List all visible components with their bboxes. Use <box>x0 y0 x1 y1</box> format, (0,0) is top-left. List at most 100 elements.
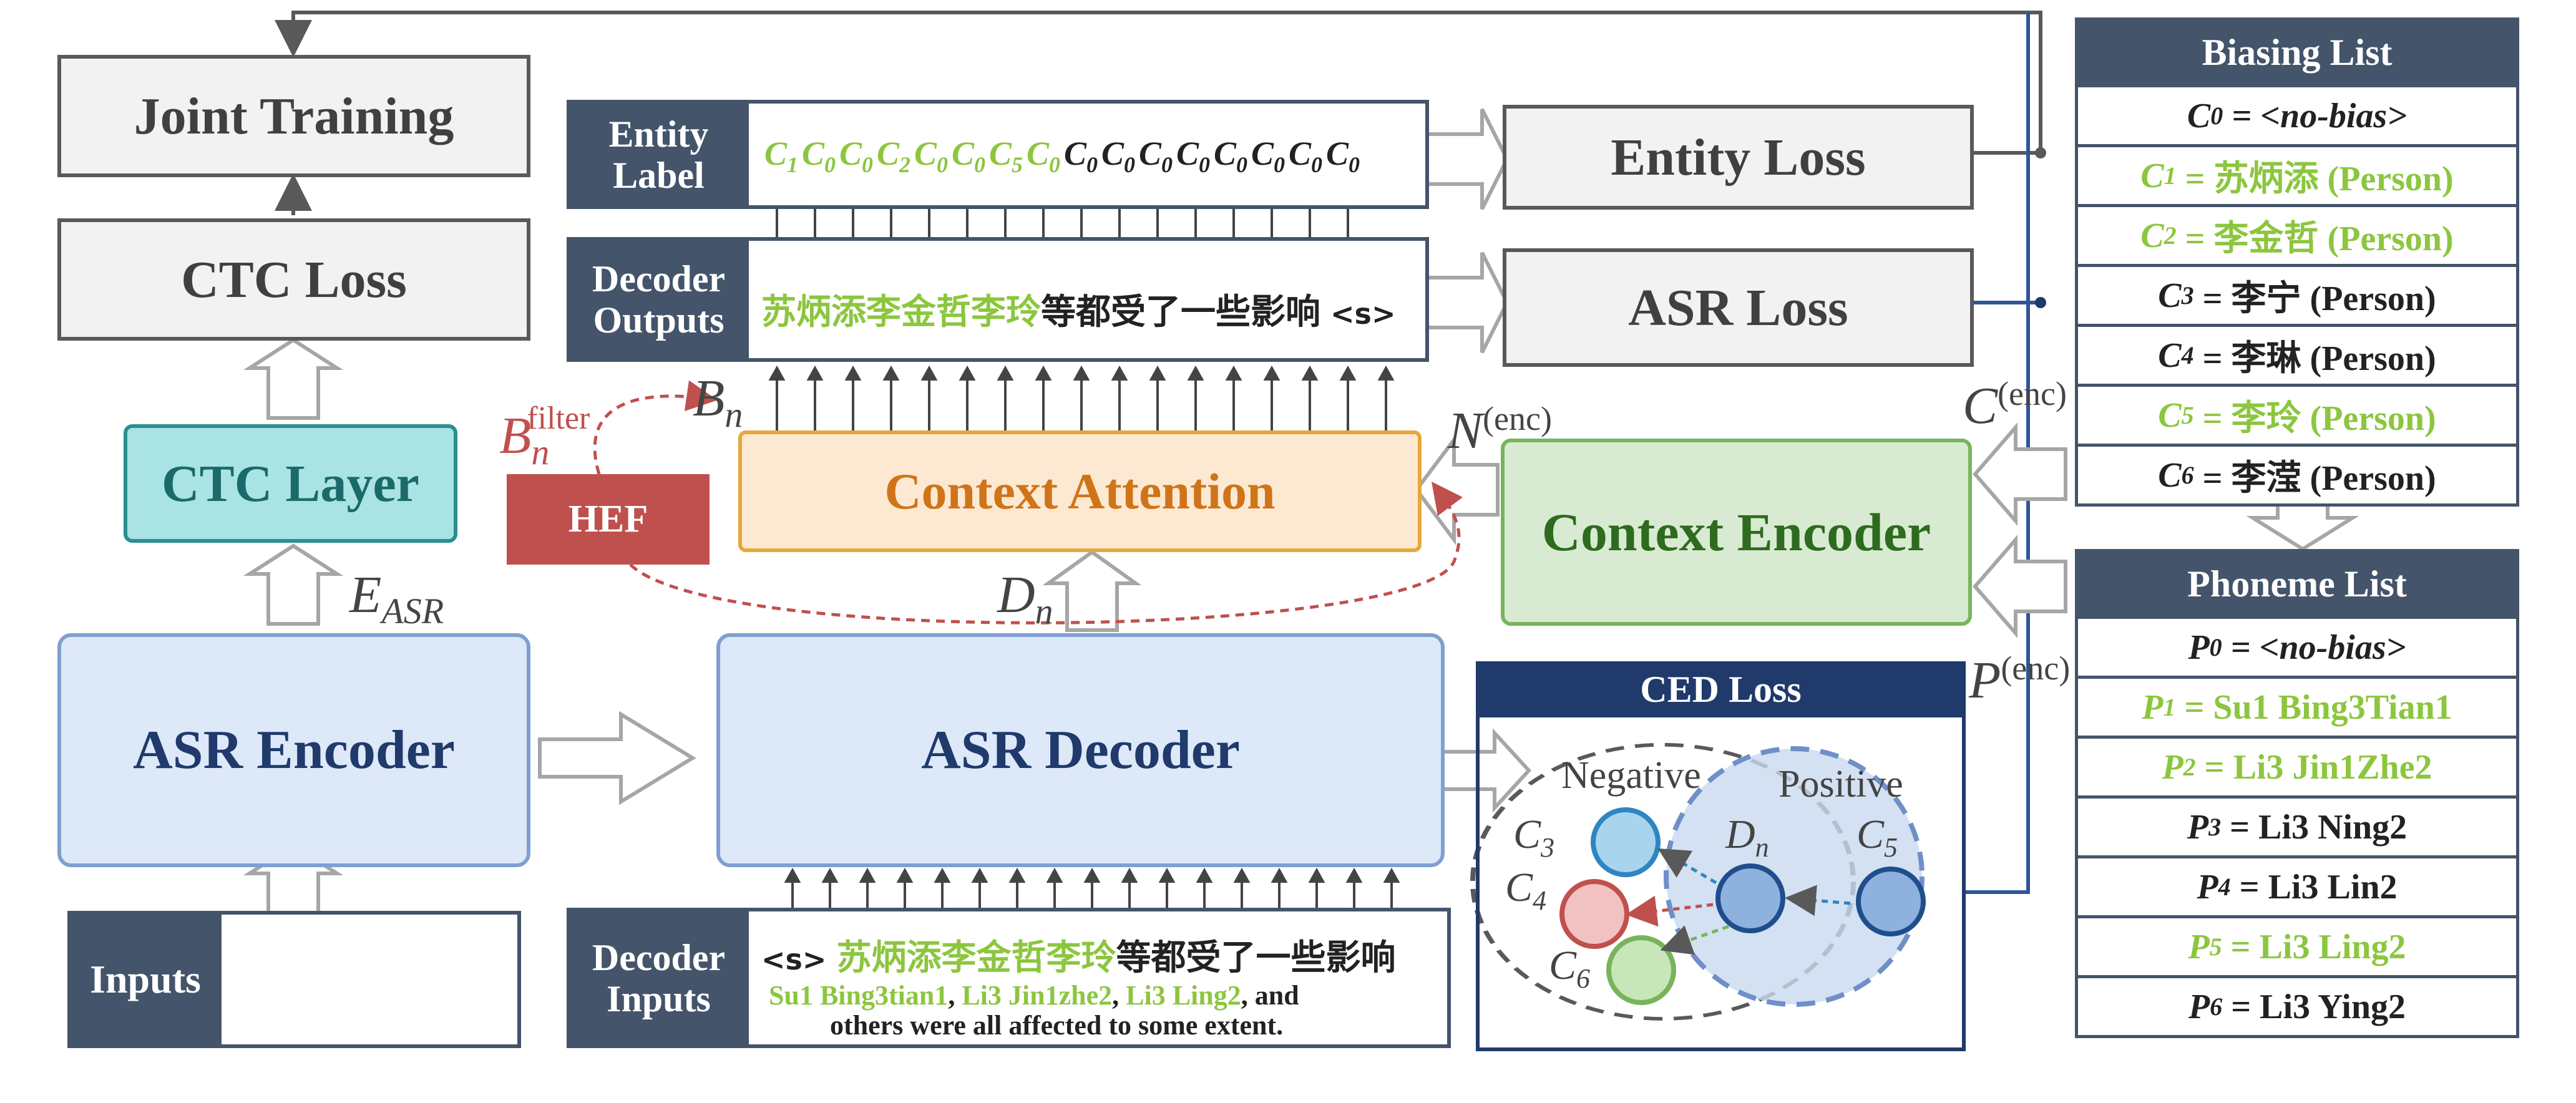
entity-label-token: C0 <box>1251 135 1286 177</box>
joint-training-block: Joint Training <box>57 55 530 177</box>
ced-positive-label: Positive <box>1778 763 1903 805</box>
ctc-layer-block: CTC Layer <box>124 424 457 543</box>
attention-output-arrow-head <box>1377 365 1395 381</box>
ced-loss-title: CED Loss <box>1476 661 1966 717</box>
decoder-outputs-text: 苏炳添李金哲李玲等都受了一些影响 <s> <box>761 292 1396 333</box>
decoder-input-arrow-head <box>1158 867 1176 883</box>
decoder-input-arrow-head <box>1121 867 1138 883</box>
biasing-list-title: Biasing List <box>2075 17 2519 87</box>
entity-label-token: C0 <box>952 135 986 177</box>
entity-label-token: C0 <box>1101 135 1136 177</box>
ced-c4-label: C4 <box>1505 865 1547 916</box>
ced-loss-wire <box>1966 12 2030 894</box>
entity-label-token: C0 <box>802 135 836 177</box>
phoneme-to-ctxenc-arrow <box>1973 534 2067 639</box>
attention-output-arrow-head <box>768 365 786 381</box>
ced-c6-label: C6 <box>1549 943 1591 994</box>
attention-output-arrow-head <box>844 365 862 381</box>
decoder-input-arrow-head <box>1196 867 1213 883</box>
attention-output-arrow-head <box>920 365 938 381</box>
entity-label-token: C0 <box>914 135 949 177</box>
entity-label-token: C0 <box>1326 135 1360 177</box>
ced-negative-label: Negative <box>1561 754 1701 797</box>
attention-output-arrow-head <box>1073 365 1090 381</box>
ced-c3-label: C3 <box>1513 812 1555 863</box>
decoder-inputs-text-line3: others were all affected to some extent. <box>830 1010 1284 1041</box>
attention-output-arrow-head <box>1111 365 1128 381</box>
entity-loss-block: Entity Loss <box>1503 105 1974 210</box>
asr-loss-block: ASR Loss <box>1503 248 1974 367</box>
phoneme-list-title: Phoneme List <box>2075 549 2519 619</box>
d-n-label: Dn <box>997 566 1053 631</box>
inputs-tag: Inputs <box>67 911 223 1048</box>
ctclayer-to-ctcloss-arrow <box>243 338 344 420</box>
encoder-to-decoder-arrow <box>538 711 696 805</box>
entity-label-token: C2 <box>877 135 911 177</box>
c-enc-label: C(enc) <box>1963 375 2067 435</box>
decoder-input-arrow-head <box>1383 867 1400 883</box>
ced-diagram <box>1470 742 1926 1021</box>
decoder-to-attention-arrow <box>1042 550 1142 632</box>
attention-output-arrow-head <box>1035 365 1052 381</box>
hef-block: HEF <box>507 474 710 565</box>
audio-waveform-panel <box>222 911 521 1048</box>
biasing-to-ctxenc-arrow <box>1973 422 2067 527</box>
hef-filter-arc <box>593 380 718 475</box>
decoder-input-arrow-head <box>1308 867 1325 883</box>
decoder-input-arrow-head <box>896 867 914 883</box>
attention-output-arrow-head <box>1263 365 1281 381</box>
entity-label-token: C0 <box>839 135 874 177</box>
decoder-inputs-text-line2: Su1 Bing3tian1, Li3 Jin1zhe2, Li3 Ling2,… <box>769 980 1299 1011</box>
entity-label-token: C0 <box>1214 135 1248 177</box>
attention-output-arrow-head <box>882 365 900 381</box>
attention-output-arrow-head <box>1225 365 1242 381</box>
entity-label-token: C0 <box>1176 135 1211 177</box>
decoder-input-arrow-head <box>1271 867 1288 883</box>
asr-encoder-block: ASR Encoder <box>57 633 530 867</box>
attention-output-arrow-head <box>1187 365 1204 381</box>
decoder-input-arrow-head <box>821 867 839 883</box>
decoder-input-arrow-head <box>971 867 988 883</box>
decoder-input-arrow-head <box>1083 867 1101 883</box>
decoder-input-arrow-head <box>859 867 876 883</box>
decoder-inputs-text-line1: <s> 苏炳添李金哲李玲等都受了一些影响 <box>761 938 1396 978</box>
asr-decoder-block: ASR Decoder <box>716 633 1445 867</box>
attention-output-arrow-head <box>959 365 976 381</box>
entity-label-token: C0 <box>1139 135 1173 177</box>
entity-label-panel <box>749 100 1429 209</box>
context-attention-block: Context Attention <box>738 430 1422 552</box>
decoder-input-arrow-head <box>1233 867 1251 883</box>
hef-feedback-arc <box>629 481 1463 624</box>
decoder-input-arrow-head <box>934 867 951 883</box>
decoder-input-arrow-head <box>1046 867 1063 883</box>
b-n-label: Bn <box>693 369 743 435</box>
dn-node <box>1715 863 1785 933</box>
attention-output-arrow-head <box>1149 365 1166 381</box>
e-asr-label: EASR <box>349 566 444 631</box>
b-n-filter-label: Bnfilter <box>499 401 590 472</box>
n-enc-label: N(enc) <box>1448 400 1552 460</box>
attention-output-arrow-head <box>806 365 824 381</box>
attention-output-arrow-head <box>1301 365 1319 381</box>
entitylabel-to-loss-arrow <box>1424 108 1510 210</box>
decoder-inputs-panel <box>749 908 1451 1048</box>
decoder-outputs-panel <box>749 237 1429 362</box>
c5-node <box>1856 867 1926 936</box>
decoder-input-arrow-head <box>1008 867 1026 883</box>
entity-label-token: C0 <box>1027 135 1061 177</box>
entity-label-token: C0 <box>1064 135 1098 177</box>
